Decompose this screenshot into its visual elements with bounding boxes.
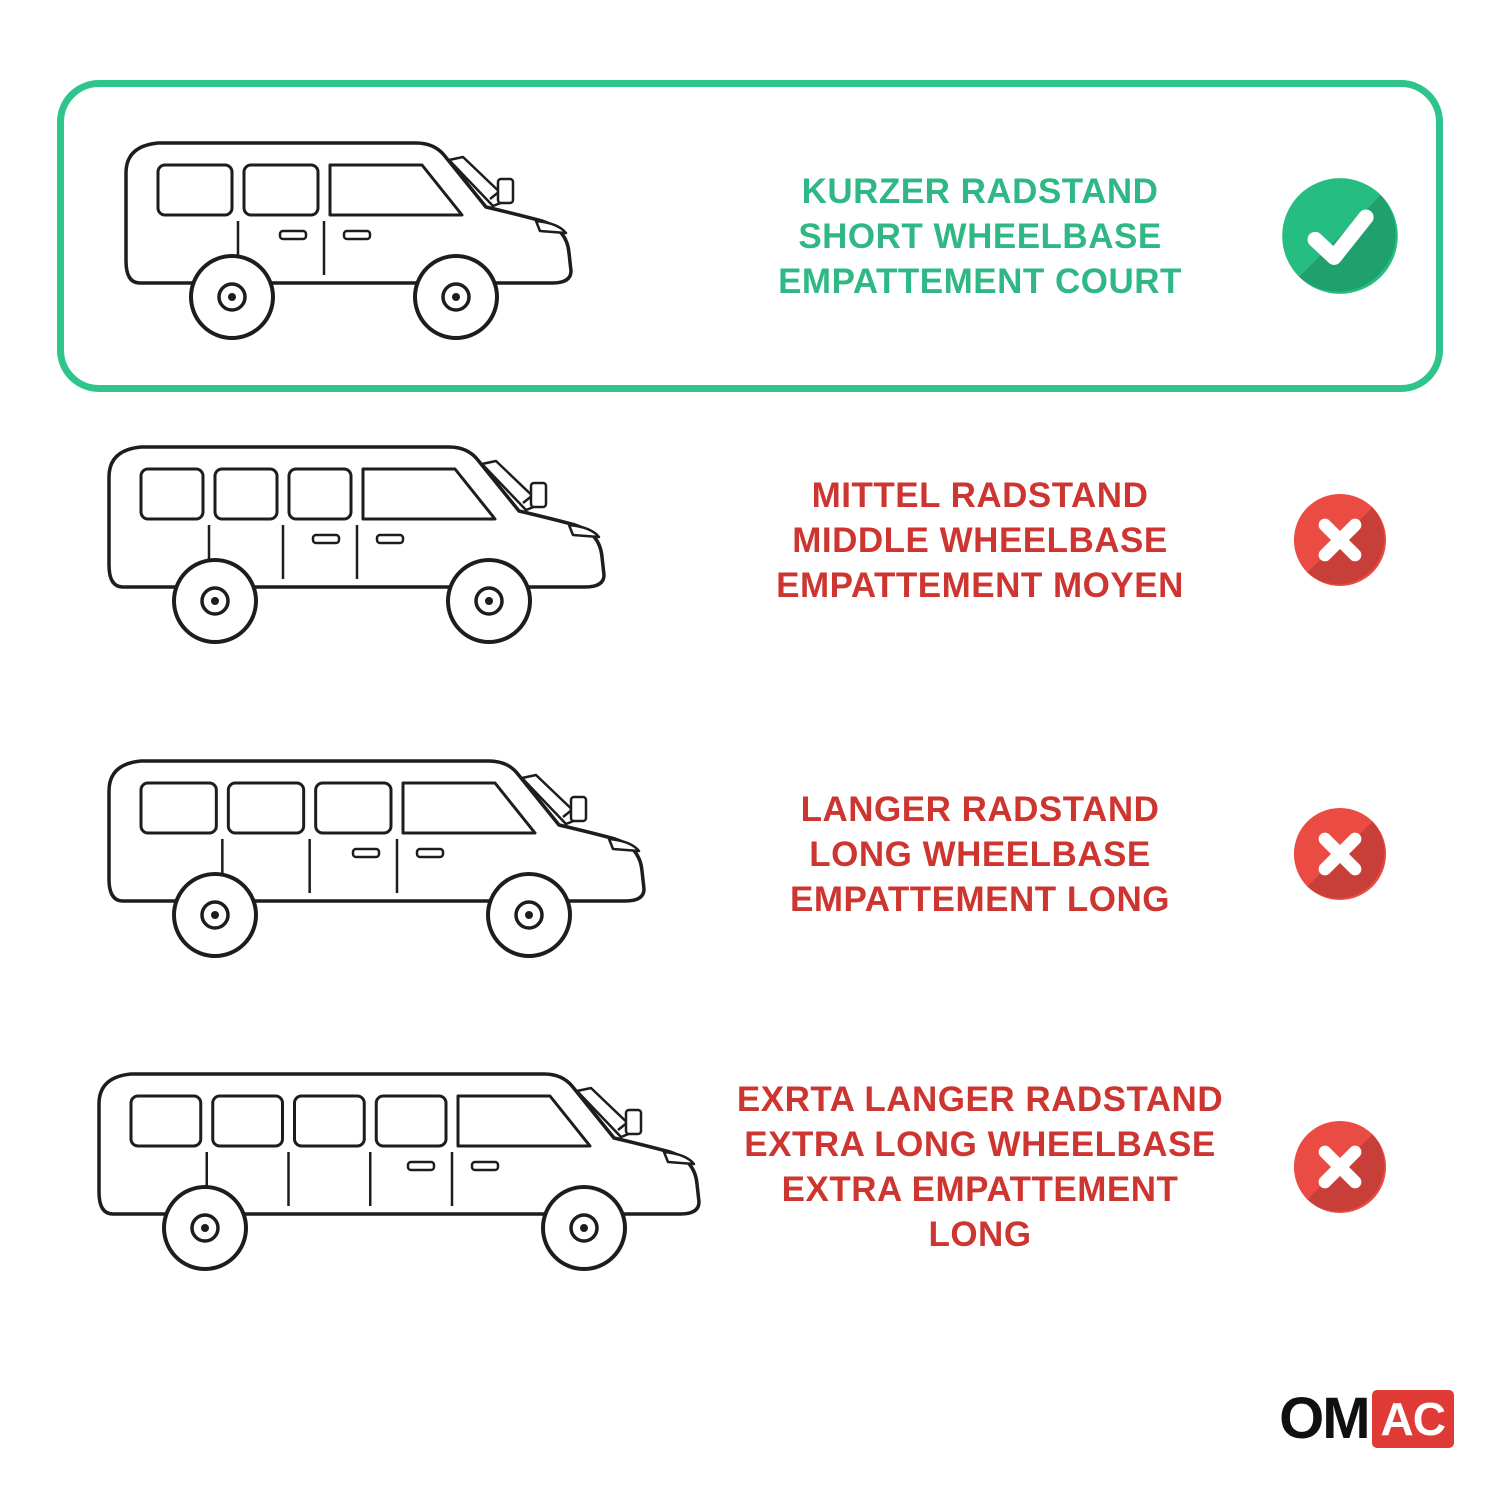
label-line-fr: EXTRA EMPATTEMENT LONG (781, 1170, 1179, 1254)
wheelbase-label-group: LANGER RADSTAND LONG WHEELBASE EMPATTEME… (730, 787, 1230, 922)
label-line-fr: EMPATTEMENT MOYEN (776, 565, 1184, 605)
omac-logo: OM AC (1279, 1390, 1454, 1448)
label-line-de: LANGER RADSTAND (800, 789, 1160, 829)
cross-circle-icon (1230, 493, 1500, 587)
check-circle-icon (1230, 177, 1500, 295)
row-extra-long-wheelbase: EXRTA LANGER RADSTAND EXTRA LONG WHEELBA… (0, 1048, 1500, 1286)
van-illustration-middle (0, 431, 730, 649)
label-line-en: SHORT WHEELBASE (798, 216, 1162, 256)
label-line-fr: EMPATTEMENT COURT (778, 261, 1182, 301)
row-middle-wheelbase: MITTEL RADSTAND MIDDLE WHEELBASE EMPATTE… (0, 425, 1500, 655)
van-illustration-short (0, 127, 730, 345)
logo-text-ac: AC (1371, 1390, 1454, 1448)
van-illustration-extra-long (0, 1058, 730, 1276)
row-long-wheelbase: LANGER RADSTAND LONG WHEELBASE EMPATTEME… (0, 738, 1500, 970)
label-line-fr: EMPATTEMENT LONG (789, 879, 1170, 919)
cross-circle-icon (1230, 807, 1500, 901)
label-line-de: EXRTA LANGER RADSTAND (736, 1080, 1224, 1119)
label-line-en: LONG WHEELBASE (809, 834, 1151, 874)
wheelbase-label-group: KURZER RADSTAND SHORT WHEELBASE EMPATTEM… (730, 169, 1230, 304)
logo-text-om: OM (1279, 1386, 1370, 1451)
cross-circle-icon (1230, 1120, 1500, 1214)
label-line-de: KURZER RADSTAND (801, 171, 1159, 211)
wheelbase-label-group: EXRTA LANGER RADSTAND EXTRA LONG WHEELBA… (730, 1077, 1230, 1257)
selected-option-outline (57, 80, 1443, 392)
van-illustration-long (0, 745, 730, 963)
label-line-en: EXTRA LONG WHEELBASE (744, 1125, 1216, 1164)
label-line-en: MIDDLE WHEELBASE (792, 520, 1168, 560)
row-short-wheelbase: KURZER RADSTAND SHORT WHEELBASE EMPATTEM… (0, 80, 1500, 392)
label-line-de: MITTEL RADSTAND (811, 475, 1149, 515)
wheelbase-label-group: MITTEL RADSTAND MIDDLE WHEELBASE EMPATTE… (730, 473, 1230, 608)
